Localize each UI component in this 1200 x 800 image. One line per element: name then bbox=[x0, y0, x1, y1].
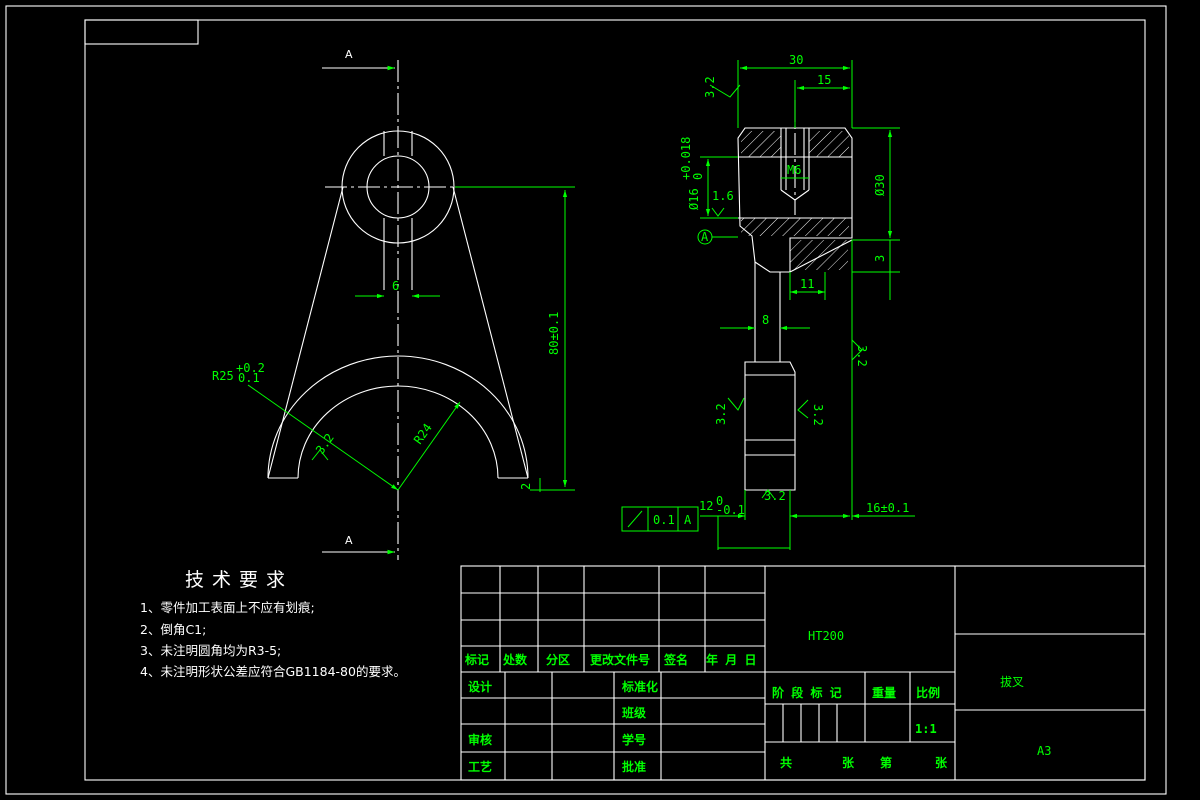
outer-frame bbox=[5, 5, 1167, 795]
roughness-1-6: 1.6 bbox=[712, 189, 734, 203]
weight-label: 重量 bbox=[872, 685, 896, 700]
code-box bbox=[84, 19, 199, 45]
dim-top-width: 30 bbox=[789, 53, 803, 67]
dim-diameter: Ø30 bbox=[873, 174, 887, 196]
sign-review: 审核 bbox=[468, 732, 492, 747]
dim-half-width: 15 bbox=[817, 73, 831, 87]
dim-arm-width: 8 bbox=[762, 313, 769, 327]
dim-outer-radius-tol-lower: 0.1 bbox=[238, 371, 260, 385]
dim-step: 11 bbox=[800, 277, 814, 291]
datum-a-label: A bbox=[701, 230, 709, 244]
dim-slot-width: 6 bbox=[392, 279, 399, 293]
roughness-mid-right: 3.2 bbox=[811, 404, 825, 426]
scale-label: 比例 bbox=[916, 685, 940, 700]
tech-requirements: 技术要求 1、零件加工表面上不应有划痕; 2、倒角C1; 3、未注明圆角均为R3… bbox=[140, 569, 406, 679]
sheet-no-label: 第 bbox=[880, 755, 892, 770]
side-view bbox=[737, 100, 853, 491]
tech-req-item-3: 3、未注明圆角均为R3-5; bbox=[140, 643, 281, 658]
side-view-dimensions: 30 15 M6 Ø16 +0.018 0 1.6 A Ø30 3 11 8 bbox=[621, 53, 915, 550]
rev-header-mark: 标记 bbox=[464, 652, 489, 667]
rev-header-zone: 分区 bbox=[546, 652, 570, 667]
roughness-bottom: 3.2 bbox=[764, 489, 786, 503]
dim-bore-tol-lower: 0 bbox=[691, 173, 705, 180]
tech-req-item-2: 2、倒角C1; bbox=[140, 622, 206, 637]
front-view-dimensions: 6 80±0.1 2 R25 +0.2 0.1 R24 3.2 bbox=[212, 186, 575, 492]
sign-class: 班级 bbox=[622, 705, 646, 720]
dim-outer-radius: R25 bbox=[212, 369, 234, 383]
dim-thread: M6 bbox=[787, 163, 801, 177]
section-mark-bottom: A bbox=[345, 534, 353, 547]
title-block-text: 标记 处数 分区 更改文件号 签名 年 月 日 设计 标准化 班级 审核 学号 … bbox=[464, 629, 1051, 774]
rev-header-sign: 签名 bbox=[663, 652, 688, 667]
dim-outer-radius-tol-upper: +0.2 bbox=[236, 361, 265, 375]
scale-value: 1:1 bbox=[915, 722, 937, 736]
rev-header-doc: 更改文件号 bbox=[590, 652, 650, 667]
roughness-right: 3.2 bbox=[855, 345, 869, 367]
sheets-total-unit: 张 bbox=[842, 755, 855, 770]
dim-finger-width: 12 bbox=[699, 499, 713, 513]
sign-student-id: 学号 bbox=[622, 732, 646, 747]
roughness-top: 3.2 bbox=[703, 76, 717, 98]
title-block bbox=[460, 565, 1146, 781]
dim-thickness: 2 bbox=[519, 483, 533, 490]
roughness-front-left: 3.2 bbox=[313, 431, 337, 457]
material: HT200 bbox=[808, 629, 844, 643]
tech-req-title: 技术要求 bbox=[185, 569, 293, 591]
front-view bbox=[267, 60, 529, 560]
sign-design: 设计 bbox=[468, 679, 492, 694]
rev-header-date: 年 月 日 bbox=[706, 652, 756, 667]
part-name: 拔叉 bbox=[1000, 674, 1024, 689]
dim-bore-tol-upper: +0.018 bbox=[679, 137, 693, 180]
sign-process: 工艺 bbox=[468, 759, 492, 774]
tech-req-item-1: 1、零件加工表面上不应有划痕; bbox=[140, 600, 315, 615]
dim-offset: 16±0.1 bbox=[866, 501, 909, 515]
section-marks: A A bbox=[322, 48, 395, 555]
dim-bore: Ø16 bbox=[687, 188, 701, 210]
sheets-total-label: 共 bbox=[780, 755, 792, 770]
dim-height: 80±0.1 bbox=[547, 312, 561, 355]
tolerance-frame-datum: A bbox=[684, 513, 692, 527]
sheet-no-unit: 张 bbox=[935, 755, 948, 770]
stage-label: 阶 段 标 记 bbox=[772, 685, 842, 700]
section-mark-top: A bbox=[345, 48, 353, 61]
tolerance-frame-value: 0.1 bbox=[653, 513, 675, 527]
roughness-mid-left: 3.2 bbox=[714, 403, 728, 425]
dim-flange: 3 bbox=[873, 255, 887, 262]
sheet-size: A3 bbox=[1037, 744, 1051, 758]
rev-header-count: 处数 bbox=[502, 652, 528, 667]
dim-finger-tol-upper: 0 bbox=[716, 494, 723, 508]
dim-finger-tol-lower: -0.1 bbox=[716, 503, 745, 517]
sign-standard: 标准化 bbox=[621, 679, 658, 694]
tech-req-item-4: 4、未注明形状公差应符合GB1184-80的要求。 bbox=[140, 664, 406, 679]
sign-approve: 批准 bbox=[622, 759, 646, 774]
